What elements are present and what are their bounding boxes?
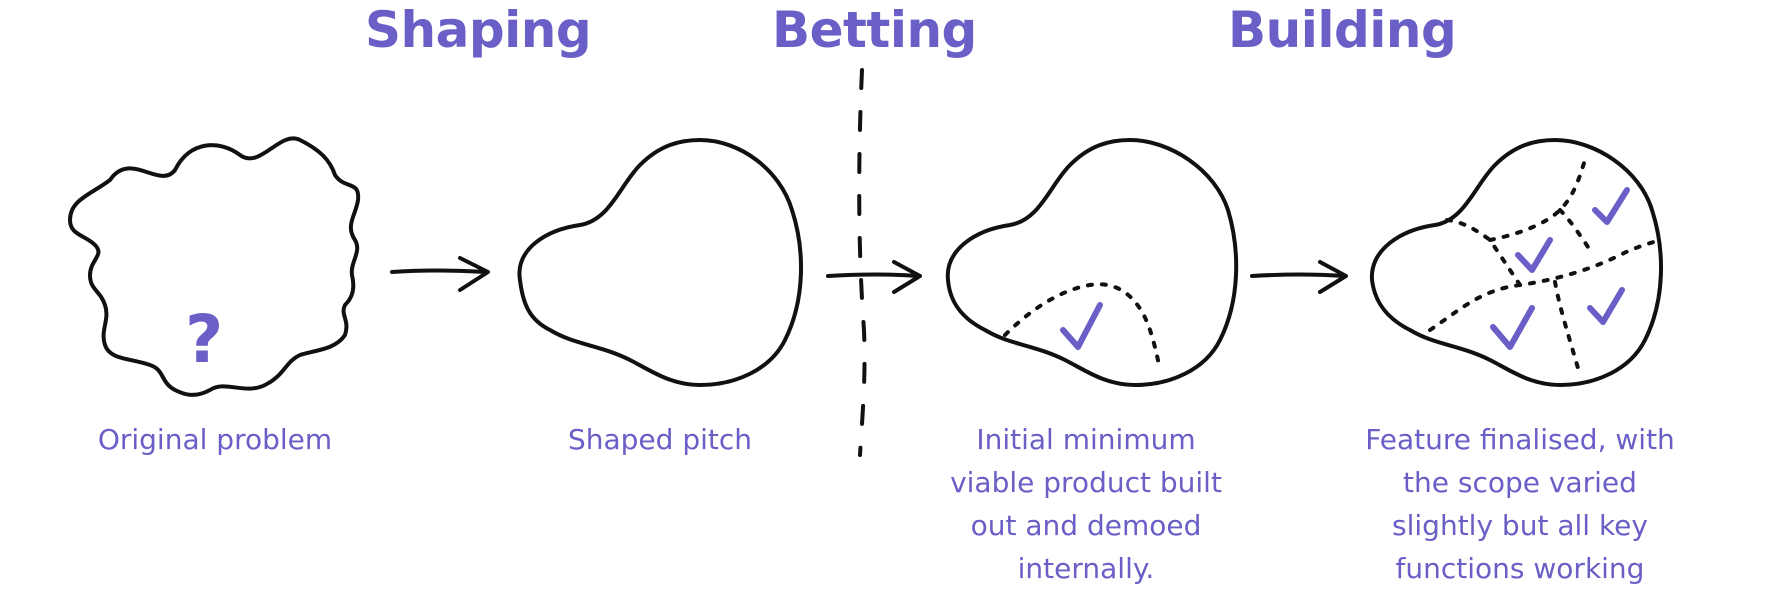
- final-section-line-4: [1558, 208, 1592, 252]
- phase-betting-title: Betting: [772, 1, 977, 59]
- final-check-icon-1: [1592, 187, 1630, 225]
- mvp-check-icon: [1060, 302, 1103, 350]
- caption-final-feature: Feature finalised, with the scope varied…: [1365, 423, 1675, 585]
- final-feature-blob: [1369, 138, 1663, 387]
- mvp-blob: [945, 138, 1239, 387]
- final-check-icon-4: [1587, 287, 1625, 325]
- final-section-line-5: [1553, 280, 1582, 377]
- final-check-icon-2: [1515, 237, 1553, 273]
- final-check-icon-3: [1490, 305, 1535, 350]
- final-section-line-3: [1488, 158, 1587, 242]
- question-mark-icon: ?: [185, 301, 223, 378]
- final-section-line-2: [1443, 218, 1522, 287]
- phase-building-title: Building: [1228, 1, 1457, 59]
- betting-divider: [857, 68, 867, 457]
- arrow-2: [826, 260, 922, 294]
- phase-shaping-title: Shaping: [365, 1, 592, 59]
- original-problem-blob: [68, 136, 361, 397]
- arrow-1: [390, 256, 490, 292]
- shaped-pitch-blob: [517, 138, 803, 387]
- final-section-line-1: [1428, 238, 1662, 332]
- mvp-section-line: [1003, 282, 1162, 372]
- caption-mvp: Initial minimum viable product built out…: [950, 423, 1222, 585]
- caption-shaped-pitch: Shaped pitch: [567, 423, 753, 456]
- arrow-3: [1250, 260, 1348, 294]
- caption-original-problem: Original problem: [97, 423, 333, 456]
